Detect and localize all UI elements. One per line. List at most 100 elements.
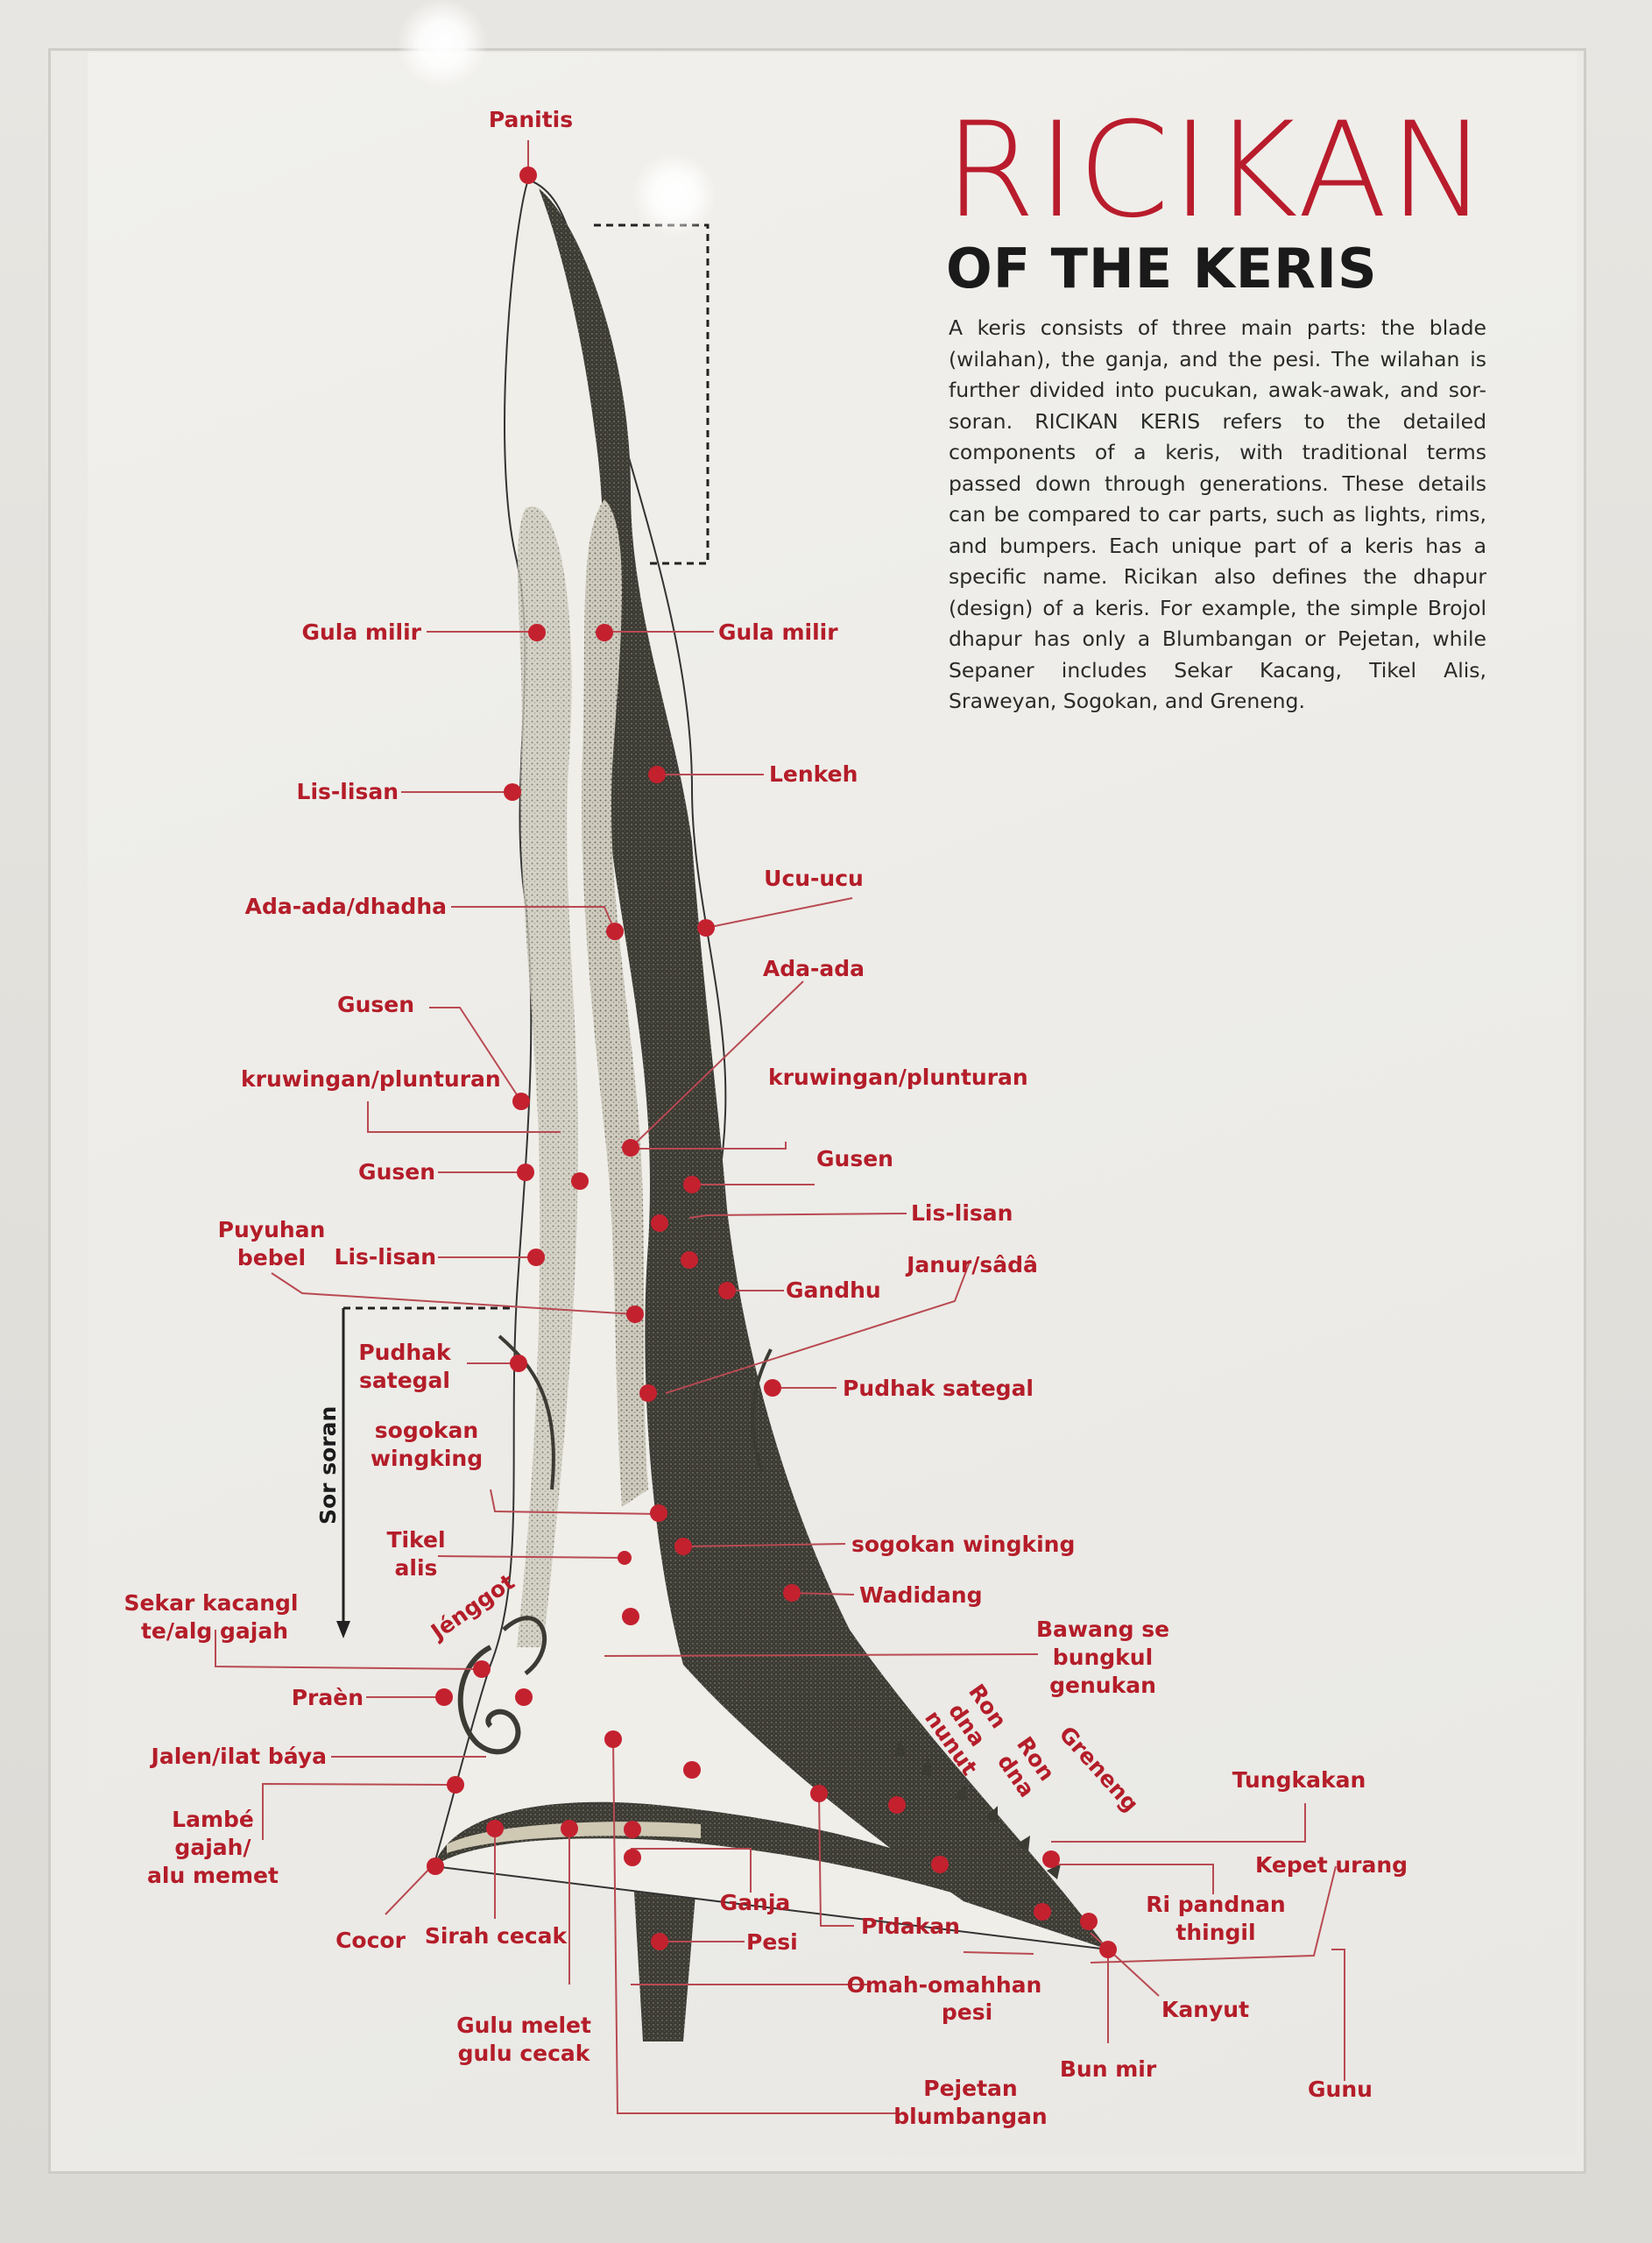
label-ada-ada-dhadha: Ada-ada/dhadha — [245, 894, 447, 919]
label-sekar-kacang-2: te/alg gajah — [141, 1618, 288, 1644]
label-gandhu: Gandhu — [786, 1277, 881, 1303]
poster-title: RICIKAN — [944, 95, 1489, 247]
poster-subtitle: OF THE KERIS — [946, 237, 1378, 301]
glare-reflection-right — [631, 153, 718, 237]
label-gusen-left: Gusen — [358, 1159, 435, 1185]
label-gunu: Gunu — [1308, 2077, 1373, 2102]
dot-wadidang — [783, 1584, 801, 1602]
label-bebel: bebel — [237, 1245, 306, 1270]
glare-reflection-left — [394, 0, 491, 88]
dot-praen — [435, 1688, 453, 1706]
label-puyuhan: Puyuhan — [218, 1217, 326, 1242]
label-sekar-kacang-1: Sekar kacangl — [124, 1590, 299, 1616]
dot-ada-ada-dhadha — [606, 923, 624, 940]
dot-kanyut — [931, 1856, 949, 1873]
dot-sogokan-wingking-left — [650, 1504, 667, 1522]
label-alu-memet: alu memet — [147, 1863, 279, 1888]
dashed-brackets — [343, 223, 710, 1310]
label-jalen: Jalen/ilat báya — [150, 1744, 327, 1769]
label-ri-pandnan: Ri pandnan — [1146, 1892, 1285, 1917]
dot-puyuhan-bebel — [626, 1305, 644, 1323]
dot-lis-lisan-left — [527, 1249, 545, 1266]
label-gajah: gajah/ — [174, 1835, 251, 1860]
blade-inner-ridge — [582, 499, 648, 1507]
label-janur-sada: Janur/sâdâ — [905, 1252, 1038, 1277]
label-greneng: Greneng — [1055, 1722, 1144, 1817]
dot-tikel-alis — [618, 1551, 632, 1565]
dot-jalen — [604, 1730, 622, 1748]
greneng-teeth — [893, 1737, 1061, 1879]
sekar-kacang-curl — [502, 1616, 547, 1675]
label-lis-lisan-left: Lis-lisan — [335, 1244, 436, 1270]
label-panitis: Panitis — [489, 107, 573, 132]
dot-ri-pandnan — [1034, 1903, 1051, 1921]
label-pidakan: Pidakan — [861, 1914, 960, 1939]
label-alis: alis — [395, 1555, 438, 1581]
label-pudhak-sategal-right: Pudhak sategal — [843, 1376, 1034, 1401]
label-kepet-urang: Kepet urang — [1255, 1852, 1408, 1878]
dot-sogokan-wingking-right — [674, 1538, 692, 1555]
label-pejetan: Pejetan — [923, 2076, 1017, 2101]
dot-ada-ada — [622, 1139, 639, 1157]
label-gula-milir-right: Gula milir — [718, 619, 838, 645]
label-bun-mir: Bun mir — [1060, 2056, 1157, 2082]
label-bawang-2: bungkul — [1053, 1645, 1153, 1670]
dot-lis-lisan-right — [681, 1251, 698, 1269]
dot-janur — [639, 1384, 657, 1402]
dot-panitis — [519, 166, 537, 184]
label-pesi: Pesi — [746, 1929, 798, 1955]
dot-pidakan — [810, 1785, 828, 1802]
label-tungkakan: Tungkakan — [1232, 1767, 1366, 1793]
dot-bawang-sebungkul — [622, 1608, 639, 1625]
dot-gandhu — [718, 1282, 736, 1299]
dot-lis-lisan-mid — [651, 1214, 668, 1232]
dot-pesi — [651, 1933, 668, 1950]
dot-ganja-right — [683, 1761, 701, 1779]
dot-praen-2 — [515, 1688, 533, 1706]
dot-gusen-upper — [512, 1093, 530, 1110]
keris-blade-illustration — [432, 178, 1112, 2041]
dot-gula-milir-left — [528, 624, 546, 641]
label-pudhak: Pudhak — [358, 1340, 452, 1365]
blade-dark-edge — [539, 188, 1108, 1949]
label-blumbangan: blumbangan — [893, 2104, 1047, 2129]
marker-dots — [427, 166, 1117, 1958]
poster-description: A keris consists of three main parts: th… — [949, 315, 1486, 713]
label-omah-pesi: pesi — [942, 1999, 992, 2025]
leader-lines — [215, 140, 1345, 2114]
dot-ucu-ucu — [697, 919, 715, 937]
label-kanyut: Kanyut — [1161, 1997, 1249, 2022]
dot-gula-milir-right — [596, 624, 613, 641]
label-bawang-3: genukan — [1049, 1673, 1156, 1698]
label-sirah-cecak: Sirah cecak — [425, 1923, 568, 1949]
ganja-base — [434, 1801, 1108, 1949]
jenggot-curl — [457, 1645, 521, 1755]
label-sogokan: sogokan — [375, 1418, 478, 1443]
dot-gusen-left — [517, 1164, 534, 1181]
dot-lambe-gajah — [447, 1776, 464, 1794]
label-gusen-upper: Gusen — [337, 992, 414, 1017]
part-labels: Panitis Gula milir Gula milir Lenkeh Lis… — [124, 107, 1408, 2129]
sor-soran-arrow — [336, 1308, 350, 1638]
label-tikel: Tikel — [386, 1527, 445, 1553]
label-ganja: Ganja — [720, 1890, 791, 1915]
dot-lenkeh — [648, 766, 666, 783]
label-ada-ada: Ada-ada — [763, 956, 865, 981]
label-lis-lisan-upper: Lis-lisan — [297, 779, 399, 804]
dot-gusen-right — [683, 1176, 701, 1193]
label-gula-milir-left: Gula milir — [301, 619, 421, 645]
dot-omah-omahhan — [624, 1849, 641, 1866]
label-cocor: Cocor — [335, 1928, 406, 1953]
label-lambe: Lambé — [172, 1807, 254, 1832]
label-gulu-melet: Gulu melet — [456, 2013, 591, 2038]
dot-ron-dna-nunut — [888, 1796, 906, 1814]
label-lis-lisan-right: Lis-lisan — [911, 1200, 1013, 1226]
label-sogokan-wingking-right: sogokan wingking — [851, 1532, 1075, 1557]
label-bawang-1: Bawang se — [1036, 1617, 1169, 1642]
blade-left-texture — [517, 506, 578, 1647]
dot-tungkakan — [1042, 1850, 1060, 1868]
dot-gulu-melet — [561, 1820, 578, 1837]
pudhak-sategal-left-shape — [498, 1334, 555, 1490]
